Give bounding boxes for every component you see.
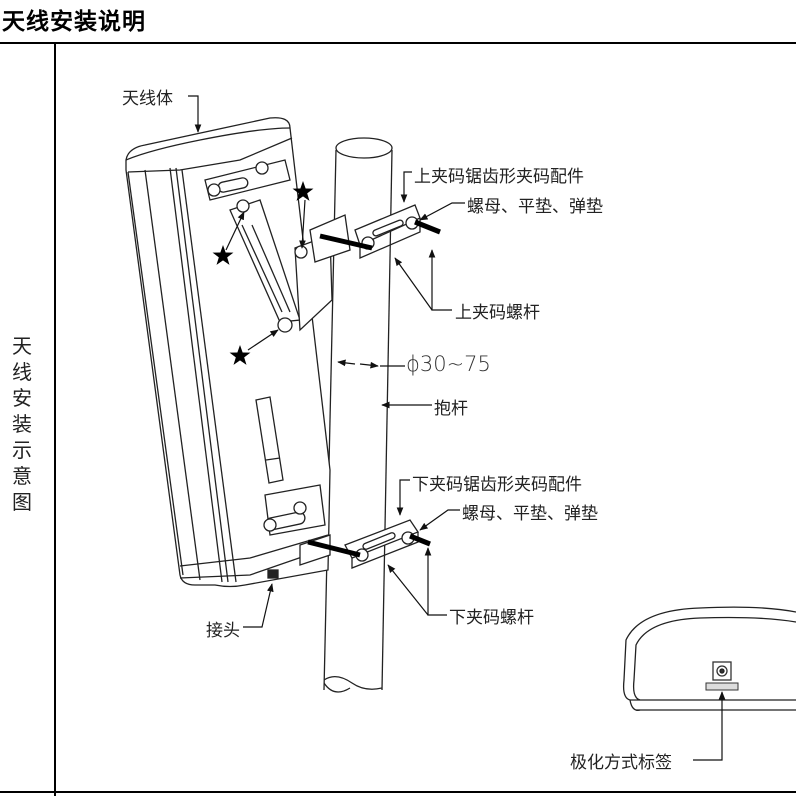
side-label-installation-diagram: 天 线 安 装 示 意 图 xyxy=(8,333,36,515)
table-top-border xyxy=(0,42,796,44)
leader-lines xyxy=(188,95,726,761)
lower-clamp xyxy=(344,519,419,569)
side-label-char: 装 xyxy=(12,412,32,436)
page-title: 天线安装说明 xyxy=(2,8,146,35)
lower-threaded-rods xyxy=(307,533,431,558)
upper-threaded-rods xyxy=(319,219,441,251)
lower-bracket xyxy=(263,484,331,566)
label-upper-clamp-fitting: 上夹码锯齿形夹码配件 xyxy=(414,167,584,187)
side-label-char: 示 xyxy=(12,438,32,462)
label-pole: 抱杆 xyxy=(434,399,468,419)
side-label-char: 图 xyxy=(12,490,32,514)
label-upper-clamp-bolt: 上夹码螺杆 xyxy=(455,303,540,323)
side-label-char: 安 xyxy=(12,386,32,410)
star-icon xyxy=(229,345,251,365)
label-connector: 接头 xyxy=(206,621,240,641)
star-icon xyxy=(292,181,314,201)
side-label-char: 线 xyxy=(12,360,32,384)
star-icon xyxy=(212,245,234,265)
table-bottom-border xyxy=(0,791,796,793)
side-label-char: 意 xyxy=(12,464,32,488)
inset-end-view xyxy=(622,606,796,711)
label-antenna-body: 天线体 xyxy=(122,89,173,109)
antenna-body xyxy=(125,117,331,588)
label-pole-diameter: ϕ30~75 xyxy=(406,352,491,376)
polarization-label-tag xyxy=(705,682,739,691)
connector-nub xyxy=(267,569,279,579)
upper-clamp xyxy=(354,204,421,259)
side-label-char: 天 xyxy=(12,334,32,358)
label-lower-nut-washer: 螺母、平垫、弹垫 xyxy=(462,504,598,524)
table-column-divider xyxy=(54,42,56,796)
star-markers xyxy=(212,181,314,365)
label-lower-clamp-fitting: 下夹码锯齿形夹码配件 xyxy=(412,475,582,495)
label-lower-clamp-bolt: 下夹码螺杆 xyxy=(449,608,534,628)
label-polarization-tag: 极化方式标签 xyxy=(570,753,672,773)
label-upper-nut-washer: 螺母、平垫、弹垫 xyxy=(467,197,603,217)
upper-bracket xyxy=(204,159,351,333)
